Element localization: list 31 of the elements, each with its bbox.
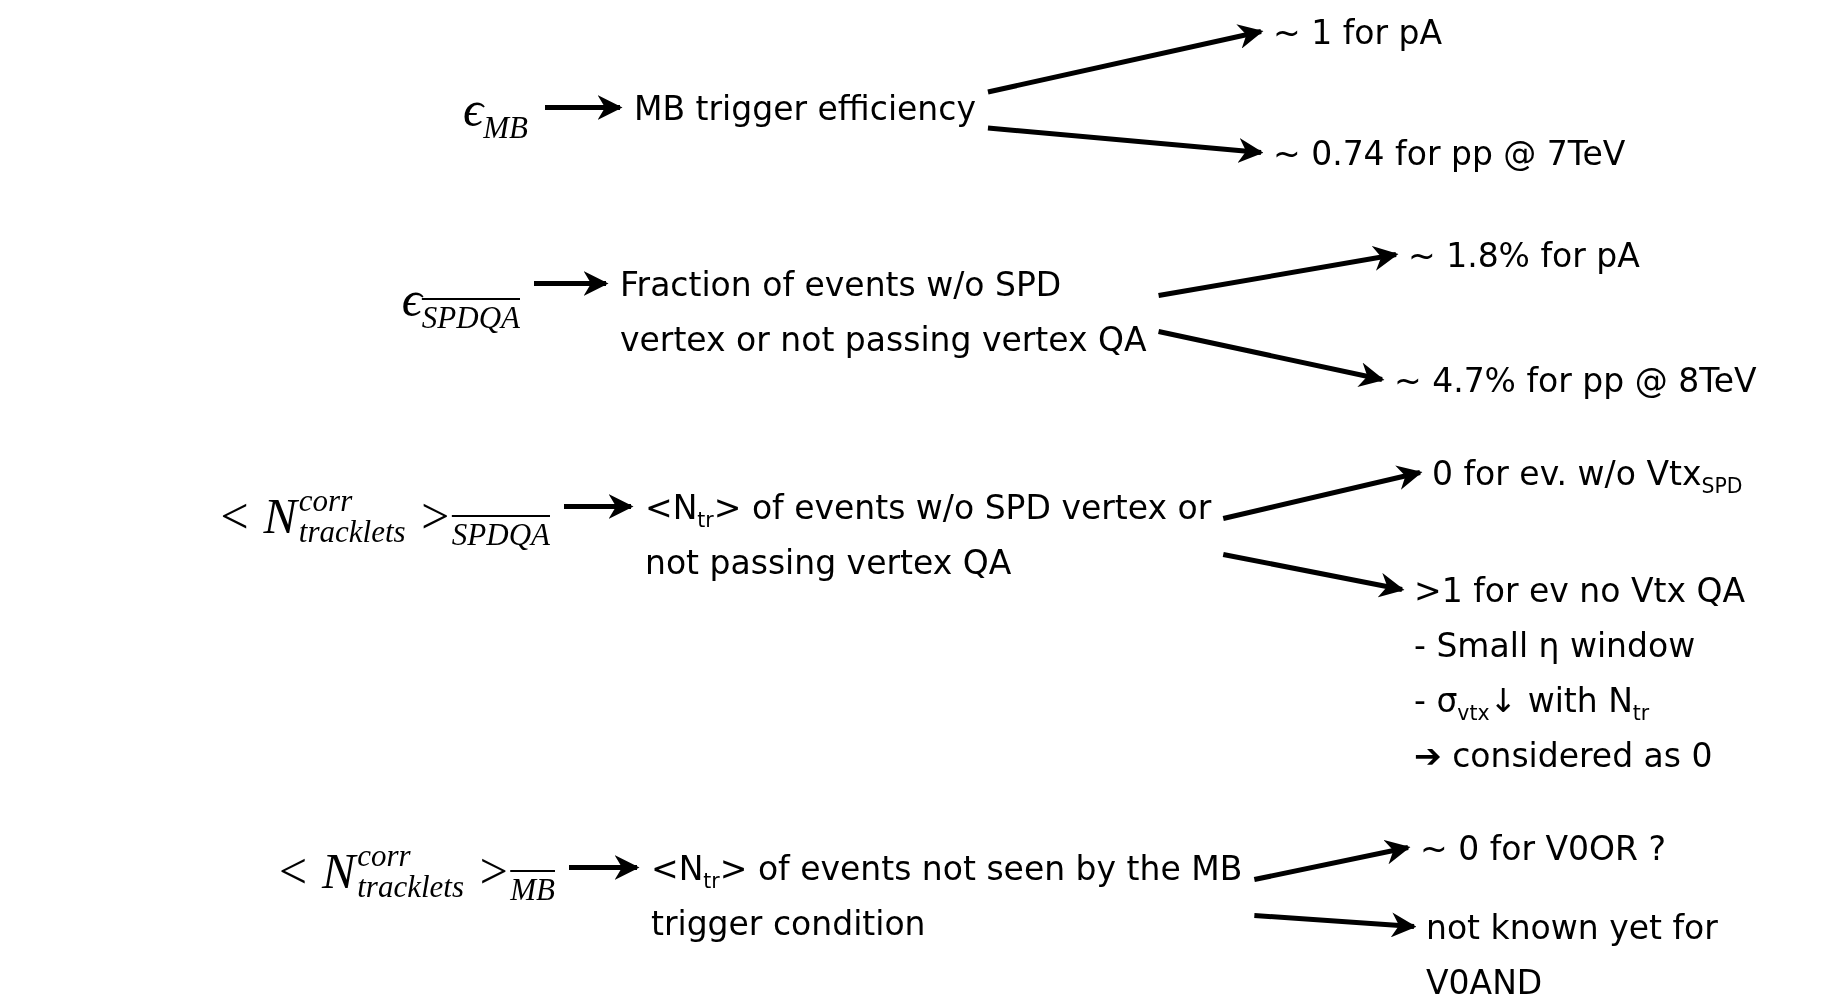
formula-text: ϵ$_{SPDQA}$ <box>401 269 520 332</box>
arrow <box>1253 839 1411 882</box>
result-text: ➔ considered as 0 <box>1414 734 1714 777</box>
result-text: ~ 1 for pA <box>1273 11 1442 54</box>
arrow <box>545 95 623 120</box>
result-text: ~ 4.7% for pp @ 8TeV <box>1394 359 1757 402</box>
result-text: ~ 1.8% for pA <box>1408 234 1640 277</box>
result-text: >1 for ev no Vtx QA <box>1414 569 1745 612</box>
arrow <box>1158 329 1385 387</box>
result-text: not known yet for V0AND <box>1426 906 1719 998</box>
arrow <box>1254 912 1417 938</box>
result-text: 0 for ev. w/o Vtx$_{SPD}$ <box>1432 452 1743 500</box>
arrow <box>1222 552 1405 598</box>
description-text: Fraction of events w/o SPD vertex or not passing vertex QA <box>620 263 1148 361</box>
arrow <box>1158 246 1399 298</box>
arrow <box>987 24 1264 95</box>
arrow <box>1222 465 1423 521</box>
arrow <box>564 494 634 519</box>
arrow <box>987 125 1264 163</box>
result-text: ~ 0.74 for pp @ 7TeV <box>1273 132 1626 175</box>
arrow <box>534 271 609 296</box>
formula-text: < N$^{corr}$$_{tracklets}$ >$_{MB}$ <box>275 838 555 904</box>
arrow <box>569 855 640 880</box>
description-text: MB trigger efficiency <box>634 87 976 130</box>
formula-text: < N$^{corr}$$_{tracklets}$ >$_{SPDQA}$ <box>217 483 550 549</box>
description-text: <N$_{tr}$> of events not seen by the MB trigger condition <box>651 847 1244 945</box>
result-text: - σ$_{vtx}$↓ with N$_{tr}$ <box>1414 679 1651 727</box>
result-text: - Small η window <box>1414 624 1697 667</box>
description-text: <N$_{tr}$> of events w/o SPD vertex or not passing vertex QA <box>645 486 1213 584</box>
formula-text: ϵ$_{MB}$ <box>463 79 528 142</box>
result-text: ~ 0 for V0OR ? <box>1420 827 1666 870</box>
